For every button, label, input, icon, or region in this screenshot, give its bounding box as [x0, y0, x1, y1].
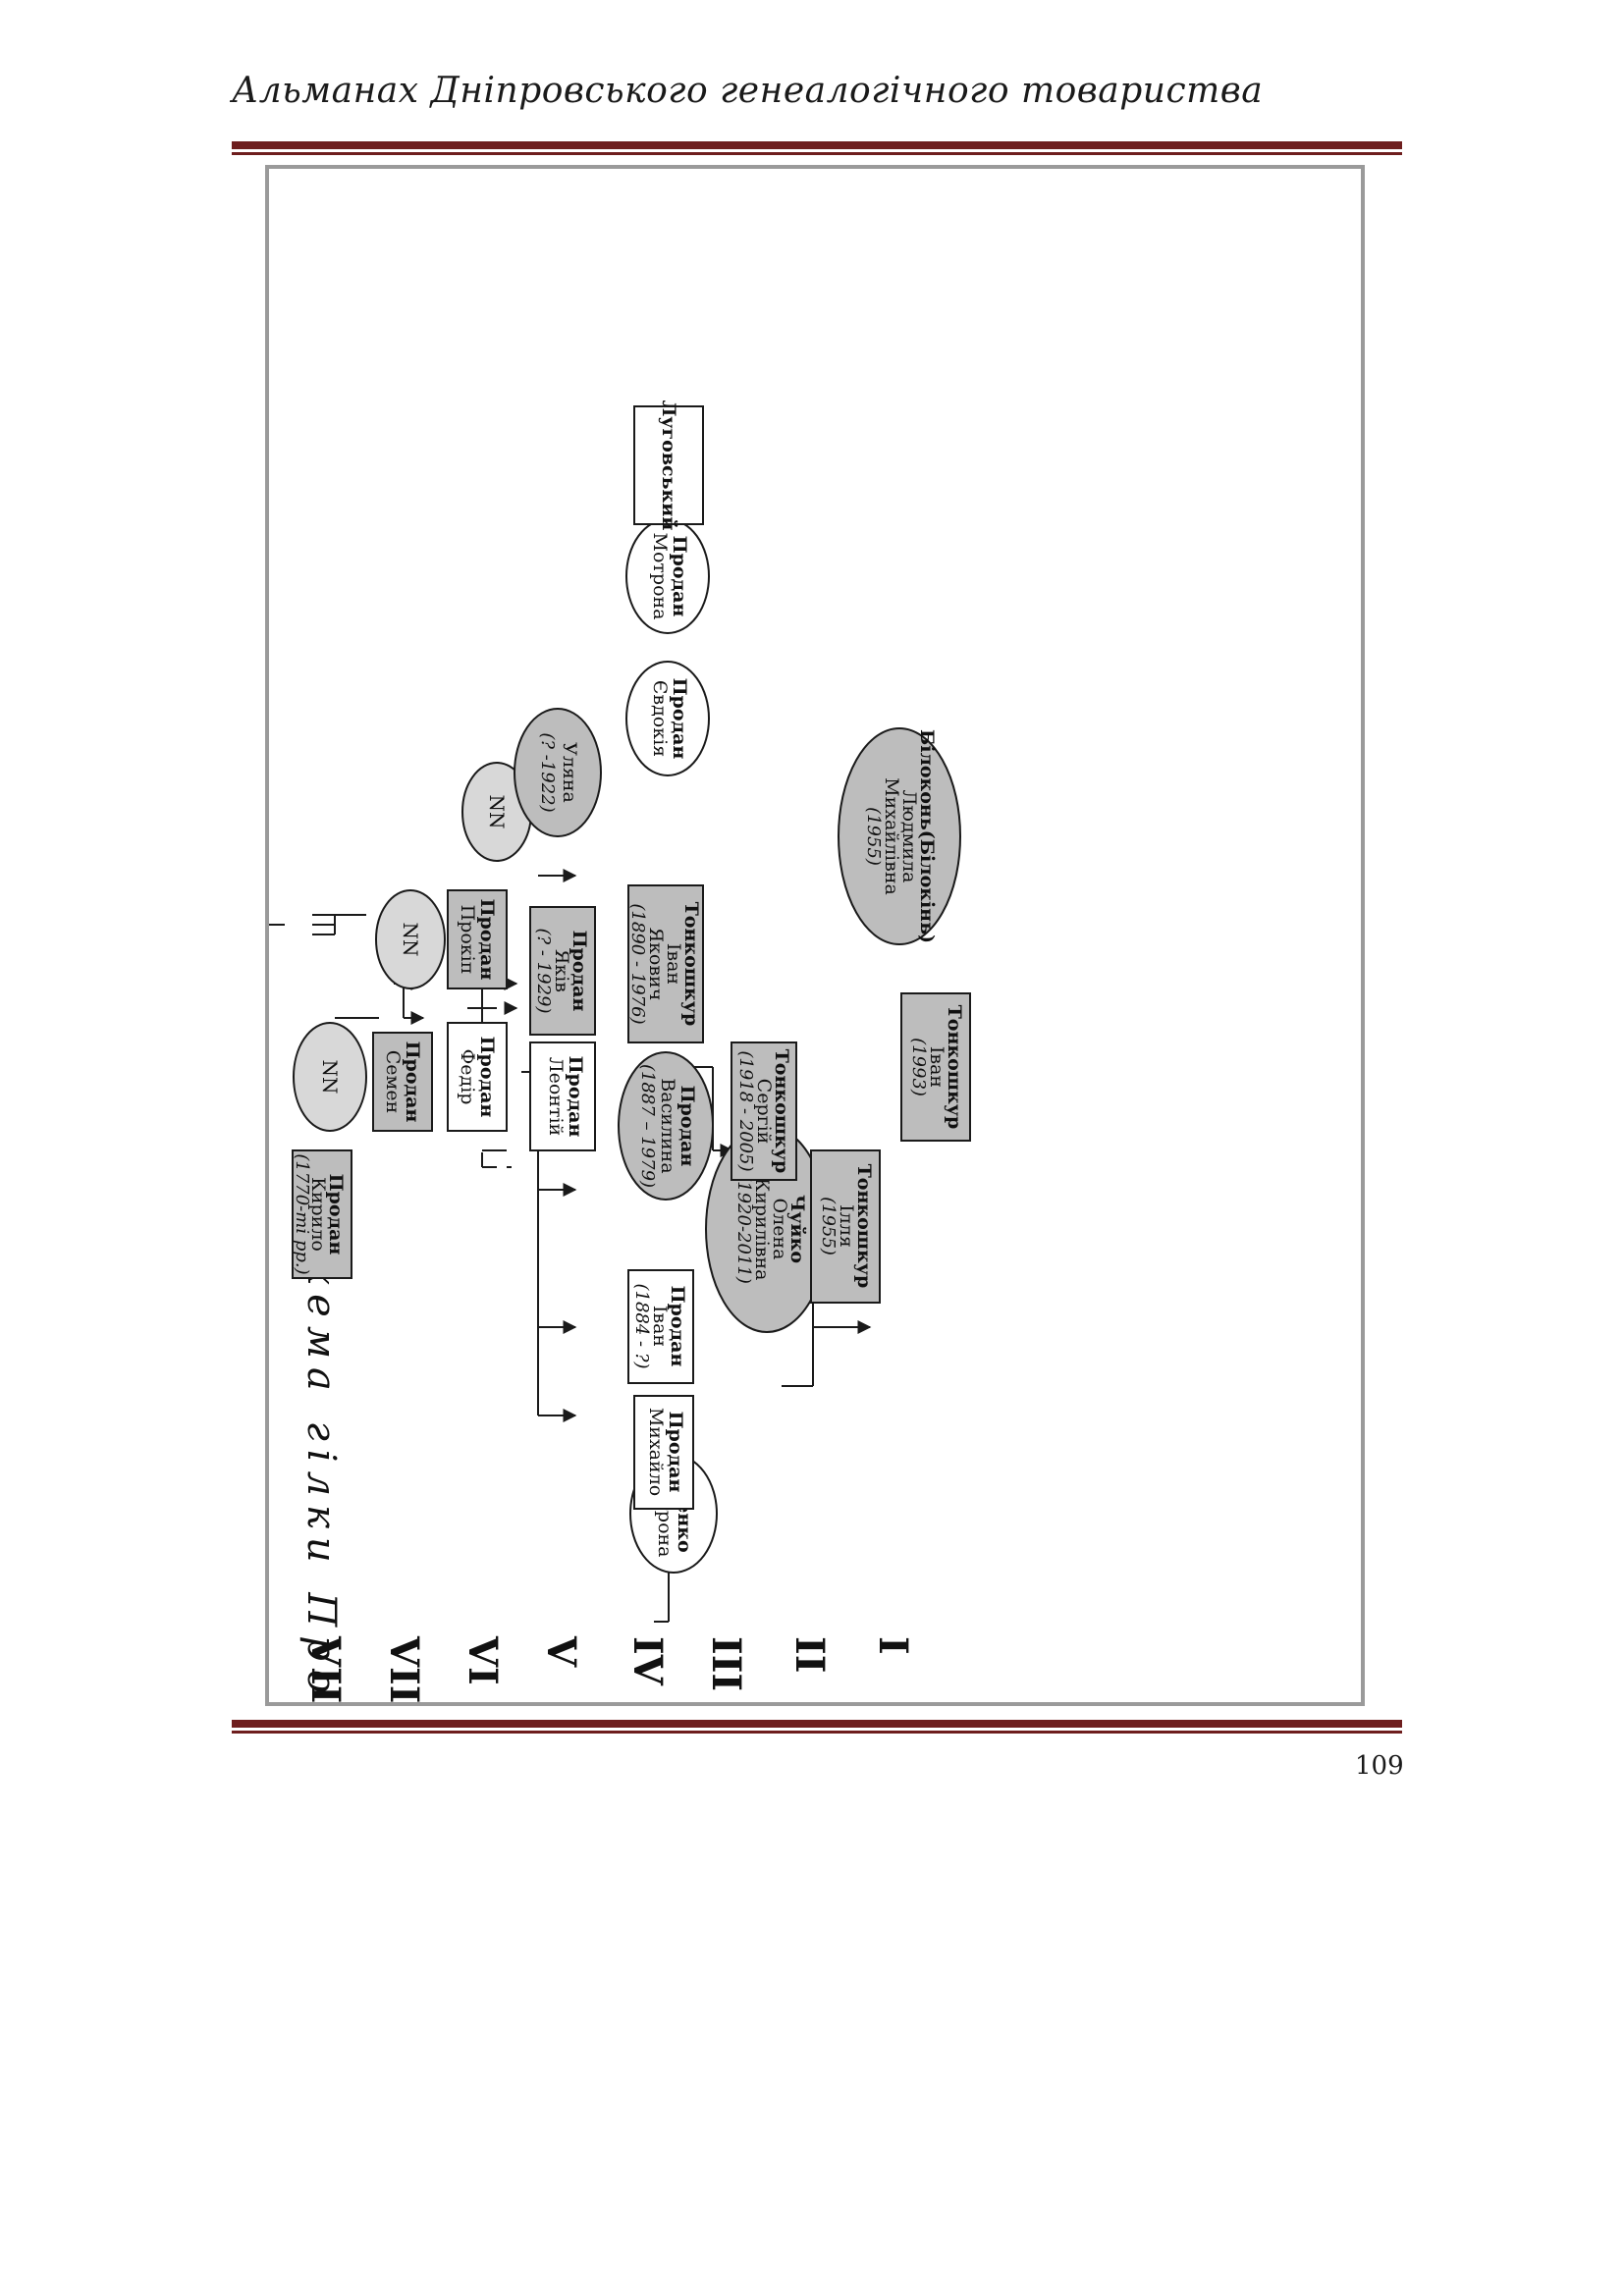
kyrylo-given: Кирило: [307, 1177, 329, 1252]
chuiko-given: Олена: [769, 1199, 790, 1260]
ivan-tonkoshkur-given: Іван: [663, 943, 684, 985]
chuiko-patronymic: Кирилівна: [751, 1177, 773, 1280]
uliana-given: Уляна: [559, 742, 580, 803]
ivan4-surname: Продан: [667, 1286, 688, 1367]
person-illia: Тонкошкур Ілля (1955): [810, 1149, 881, 1304]
generation-label-vi: VI: [460, 1635, 506, 1685]
ivan-tonkoshkur-years: (1890 - 1976): [627, 903, 648, 1024]
semen-given: Семен: [382, 1050, 404, 1113]
nn7-label: NN: [399, 923, 422, 957]
nn8-label: NN: [318, 1060, 342, 1095]
diagram-title: Схема гілки Проданів: [298, 1224, 344, 1702]
header-rule: [232, 141, 1402, 155]
page-number: 109: [1355, 1751, 1404, 1781]
kyrylo-years: (1770-ті рр.): [292, 1153, 312, 1274]
generation-label-iii: III: [703, 1636, 749, 1691]
generation-label-vii: VII: [381, 1635, 427, 1702]
person-ivan-tonkoshkur: Тонкошкур Іван Якович (1890 - 1976): [627, 884, 704, 1043]
person-kyrylo: Продан Кирило (1770-ті рр.): [292, 1149, 352, 1279]
bilokon-surname: Білоконь(Білокінь): [916, 729, 938, 943]
uliana-years: (? -1922): [537, 732, 558, 812]
person-mykhailo: Продан Михайло: [633, 1395, 694, 1510]
person-bilokon: Білоконь(Білокінь) Людмила Михайлівна (1…: [838, 727, 961, 945]
ivan1-surname: Тонкошкур: [944, 1005, 965, 1130]
generation-label-ii: II: [786, 1636, 833, 1673]
illia-given: Ілля: [836, 1204, 857, 1248]
person-yevdokiia: Продан Євдокія: [625, 661, 710, 776]
luhovskyi-surname: Луговський: [658, 400, 679, 531]
chuiko-years: (1920-2011): [733, 1174, 754, 1284]
person-motrona: Продан Мотрона: [625, 518, 710, 634]
bilokon-patronymic: Михайлівна: [881, 777, 902, 895]
ivan-tonkoshkur-patronymic: Якович: [645, 928, 667, 1001]
vasylyna-surname: Продан: [677, 1086, 698, 1167]
person-uliana: Уляна (? -1922): [514, 708, 602, 837]
yevdokiia-given: Євдокія: [649, 680, 671, 757]
chuiko-surname: Чуйко: [786, 1195, 808, 1263]
person-serhii: Тонкошкур Сергій (1918 - 2005): [731, 1041, 797, 1181]
person-leontii: Продан Леонтій: [529, 1041, 596, 1151]
illia-surname: Тонкошкур: [853, 1164, 875, 1289]
mykhailo-surname: Продан: [665, 1412, 686, 1493]
fedir-given: Федір: [457, 1049, 478, 1105]
diagram-frame: Схема гілки Проданів VIII VII VI V IV II…: [265, 165, 1365, 1706]
vasylyna-given: Василина: [657, 1078, 678, 1173]
fedir-surname: Продан: [476, 1037, 498, 1118]
person-semen: Продан Семен: [372, 1032, 433, 1132]
generation-label-viii: VIII: [302, 1635, 349, 1702]
ivan4-given: Іван: [649, 1306, 671, 1347]
generation-label-iv: IV: [624, 1636, 671, 1686]
person-ivan4: Продан Іван (1884 - ?): [627, 1269, 694, 1384]
ivan-tonkoshkur-surname: Тонкошкур: [680, 902, 702, 1027]
prokip-surname: Продан: [476, 899, 498, 981]
bilokon-given: Людмила: [898, 790, 920, 883]
footer-rule: [232, 1720, 1402, 1734]
mykhailo-given: Михайло: [645, 1408, 667, 1496]
semen-surname: Продан: [402, 1041, 423, 1123]
leontii-given: Леонтій: [545, 1057, 567, 1136]
yevdokiia-surname: Продан: [669, 678, 690, 760]
yakiv-given: Яків: [551, 949, 572, 992]
person-nn8: NN: [293, 1022, 367, 1132]
nn6-label: NN: [485, 795, 509, 829]
generation-label-i: I: [870, 1636, 916, 1655]
motrona-given: Мотрона: [649, 533, 671, 620]
person-ivan1: Тонкошкур Іван (1993): [900, 992, 971, 1142]
bilokon-years: (1955): [863, 807, 884, 866]
person-vasylyna: Продан Василина (1887 – 1979): [618, 1051, 714, 1201]
illia-years: (1955): [818, 1197, 839, 1255]
person-fedir: Продан Федір: [447, 1022, 508, 1132]
serhii-years: (1918 - 2005): [735, 1050, 756, 1171]
serhii-given: Сергій: [753, 1079, 775, 1145]
leontii-surname: Продан: [565, 1056, 586, 1138]
yakiv-years: (? - 1929): [533, 928, 554, 1013]
motrona-surname: Продан: [669, 536, 690, 617]
almanac-title: Альманах Дніпровського генеалогічного то…: [232, 71, 1264, 111]
person-nn7: NN: [375, 889, 446, 989]
prokip-given: Прокіп: [457, 905, 478, 975]
ivan4-years: (1884 - ?): [631, 1283, 652, 1368]
generation-labels: VIII VII VI V IV III II I: [302, 1635, 916, 1702]
ivan1-years: (1993): [908, 1038, 929, 1096]
vasylyna-years: (1887 – 1979): [637, 1064, 658, 1188]
person-prokip: Продан Прокіп: [447, 889, 508, 989]
yakiv-surname: Продан: [568, 931, 590, 1012]
ivan1-given: Іван: [926, 1046, 947, 1088]
serhii-surname: Тонкошкур: [771, 1049, 792, 1174]
person-luhovskyi: Луговський: [633, 400, 704, 531]
person-yakiv: Продан Яків (? - 1929): [529, 906, 596, 1036]
kyrylo-surname: Продан: [325, 1174, 347, 1255]
generation-label-v: V: [538, 1635, 584, 1668]
